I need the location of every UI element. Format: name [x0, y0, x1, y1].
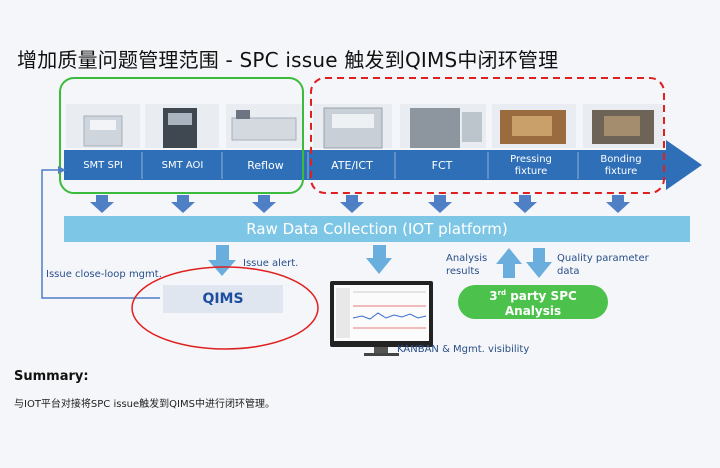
machine-label-pressing: Pressing fixture: [510, 153, 552, 177]
qims-down-arrow: [208, 245, 236, 276]
analysis-up-arrow: [496, 248, 522, 278]
machine-label-smt-spi: SMT SPI: [83, 159, 123, 171]
kanban-label: KANBAN & Mgmt. visibility: [397, 344, 530, 355]
process-flow-arrow: [64, 140, 702, 190]
issue-alert-label: Issue alert.: [243, 258, 299, 269]
kanban-monitor-icon: [330, 281, 433, 356]
summary-heading: Summary:: [14, 369, 89, 384]
machine-label-bonding: Bonding fixture: [600, 153, 642, 177]
test-group-box: [310, 77, 665, 194]
spc-analysis-pill: 3rd party SPC Analysis: [458, 285, 608, 319]
issue-close-loop-label: Issue close-loop mgmt.: [46, 269, 162, 280]
machine-illustrations: [66, 104, 663, 149]
analysis-results-label: Analysis results: [446, 253, 488, 277]
qims-highlight-ellipse: [131, 266, 319, 350]
qims-box: QIMS: [163, 285, 283, 313]
machine-label-ate-ict: ATE/ICT: [331, 158, 373, 172]
raw-data-collection-bar: Raw Data Collection (IOT platform): [64, 216, 690, 242]
summary-text: 与IOT平台对接将SPC issue触发到QIMS中进行闭环管理。: [14, 399, 275, 410]
machine-label-fct: FCT: [431, 158, 453, 172]
quality-down-arrow: [526, 248, 552, 278]
machine-label-smt-aoi: SMT AOI: [161, 159, 204, 171]
page-title: 增加质量问题管理范围 - SPC issue 触发到QIMS中闭环管理: [17, 48, 559, 72]
machine-label-reflow: Reflow: [247, 158, 284, 172]
quality-parameter-label: Quality parameter data: [557, 253, 649, 277]
down-arrows: [90, 195, 630, 213]
close-loop-line: [41, 169, 160, 299]
smt-group-box: [59, 77, 304, 194]
kanban-down-arrow: [366, 245, 392, 274]
